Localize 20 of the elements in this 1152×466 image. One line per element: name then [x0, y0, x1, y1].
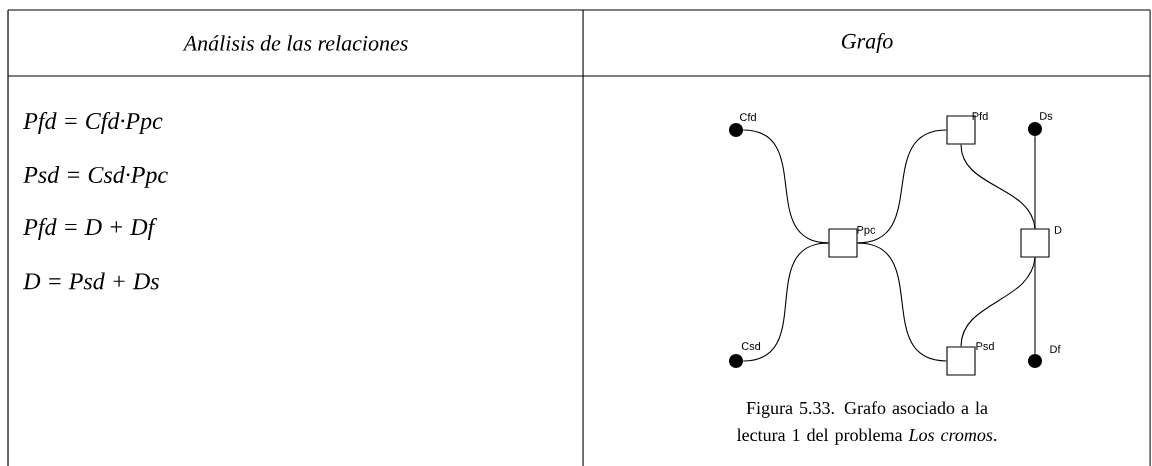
equation: Pfd = Cfd·Ppc: [23, 112, 163, 134]
figure-caption: Figura 5.33. Grafo asociado a la lectura 1 del problema Los cromos.: [737, 401, 997, 445]
node-label: Psd: [976, 341, 994, 351]
equation: Psd = Csd·Ppc: [23, 166, 168, 188]
column-header: Grafo: [841, 32, 893, 54]
node-label: D: [1054, 226, 1062, 234]
node-label: Ppc: [857, 226, 876, 236]
equation: D = Psd + Ds: [22, 272, 159, 290]
node-label: Pfd: [972, 111, 988, 121]
node-label: Csd: [741, 341, 761, 351]
connector: [742, 242, 829, 362]
connector: [857, 242, 947, 362]
equation: Pfd = D + Df: [23, 218, 158, 240]
node-label: Df: [1050, 345, 1061, 353]
node-label: Cfd: [740, 112, 756, 122]
connector: [1034, 135, 1036, 229]
connector: [960, 257, 1036, 347]
column-header: Análisis de las relaciones: [182, 35, 408, 51]
connector: [1034, 257, 1036, 355]
node-label: Ds: [1040, 112, 1053, 120]
